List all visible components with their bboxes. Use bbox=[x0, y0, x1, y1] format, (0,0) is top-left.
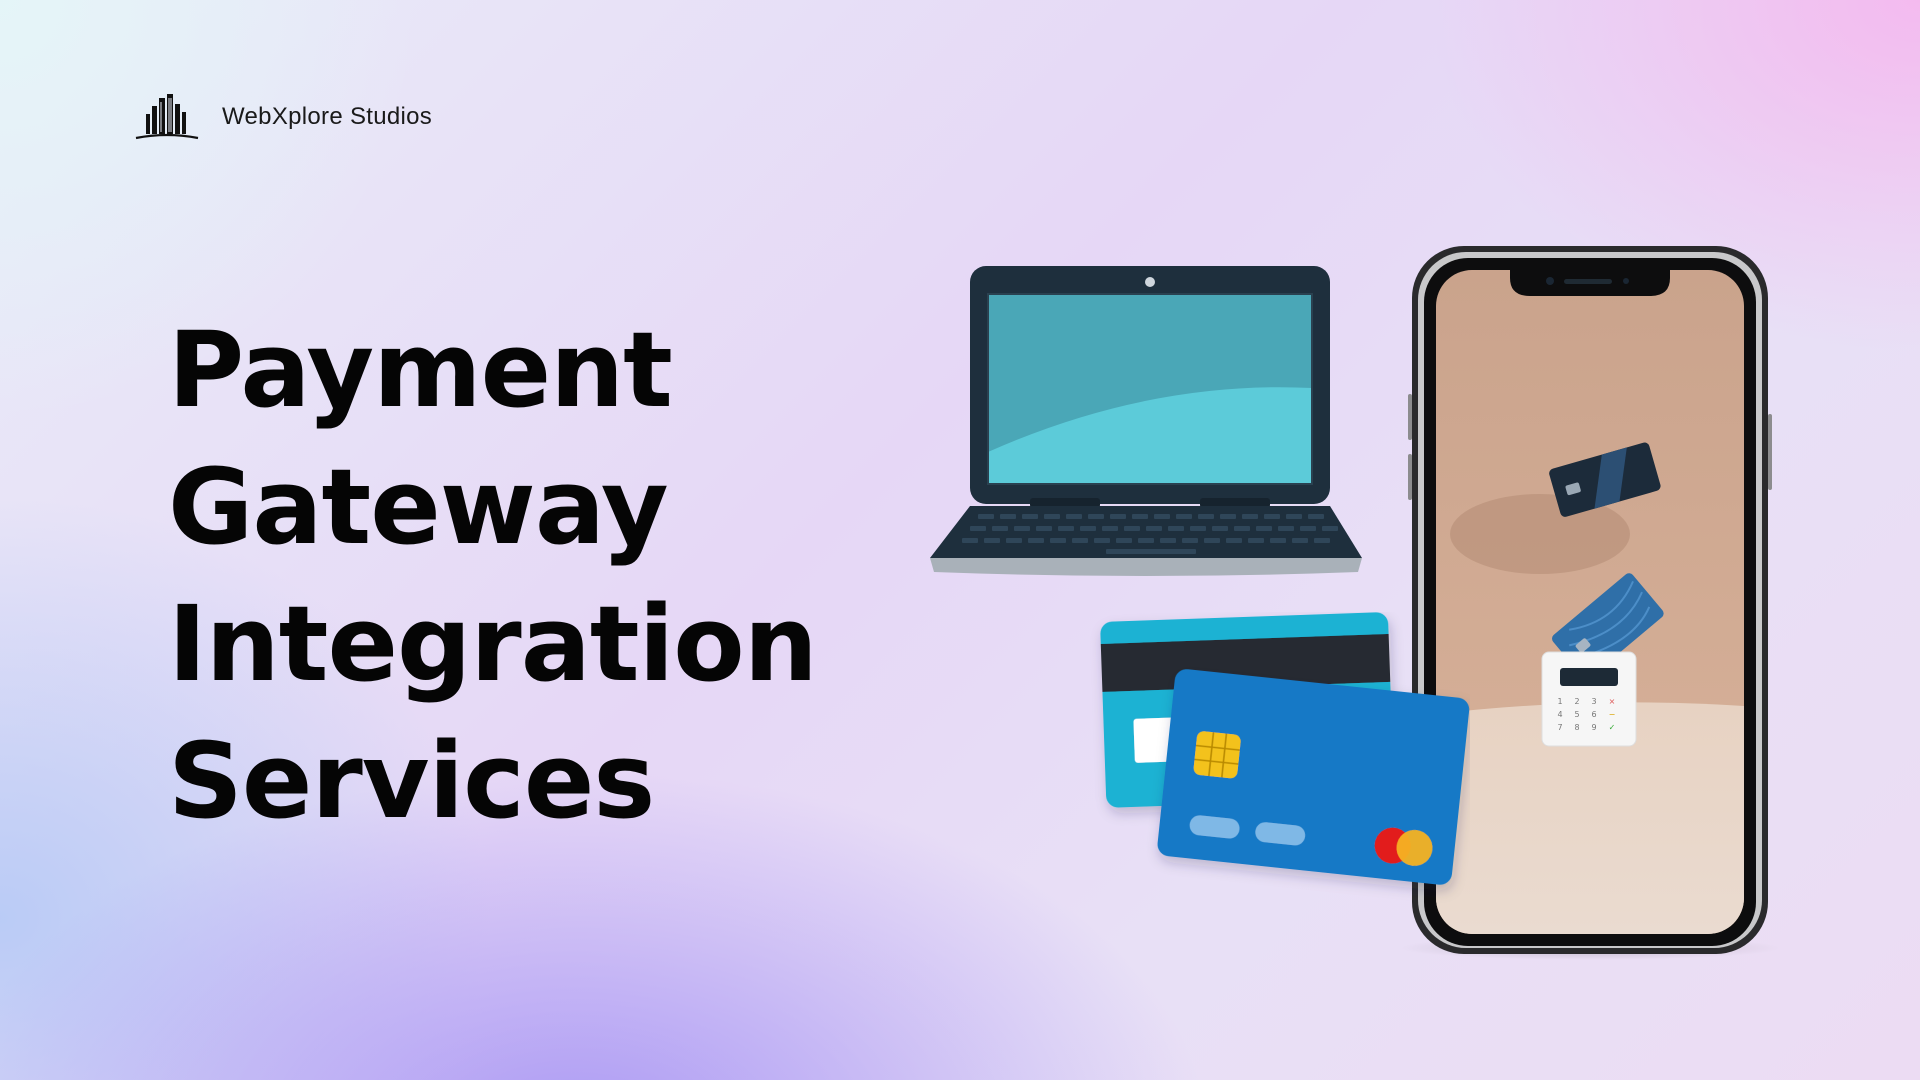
page-title: Payment Gateway Integration Services bbox=[168, 302, 818, 850]
credit-card-icon bbox=[1100, 612, 1470, 885]
reader-key: 6 bbox=[1591, 710, 1596, 719]
reader-key: 4 bbox=[1557, 710, 1562, 719]
title-line: Payment bbox=[168, 309, 673, 431]
reader-key: ✓ bbox=[1609, 723, 1616, 732]
laptop-icon bbox=[930, 266, 1362, 576]
reader-key: × bbox=[1609, 697, 1616, 706]
reader-key: − bbox=[1609, 710, 1616, 719]
reader-key: 2 bbox=[1574, 697, 1579, 706]
title-line: Gateway bbox=[168, 446, 669, 568]
smartphone-with-floating-cards-icon: 1 2 3 × 4 5 6 − 7 8 9 ✓ bbox=[1400, 246, 1780, 960]
reader-key: 1 bbox=[1557, 697, 1562, 706]
reader-key: 9 bbox=[1591, 723, 1596, 732]
reader-key: 8 bbox=[1574, 723, 1579, 732]
reader-key: 3 bbox=[1591, 697, 1596, 706]
title-line: Services bbox=[168, 720, 655, 842]
brand-name: WebXplore Studios bbox=[222, 103, 433, 130]
brand: WebXplore Studios bbox=[134, 92, 432, 142]
reader-key: 7 bbox=[1557, 723, 1562, 732]
title-line: Integration bbox=[168, 583, 818, 705]
city-buildings-icon bbox=[135, 94, 199, 140]
reader-key: 5 bbox=[1574, 710, 1579, 719]
